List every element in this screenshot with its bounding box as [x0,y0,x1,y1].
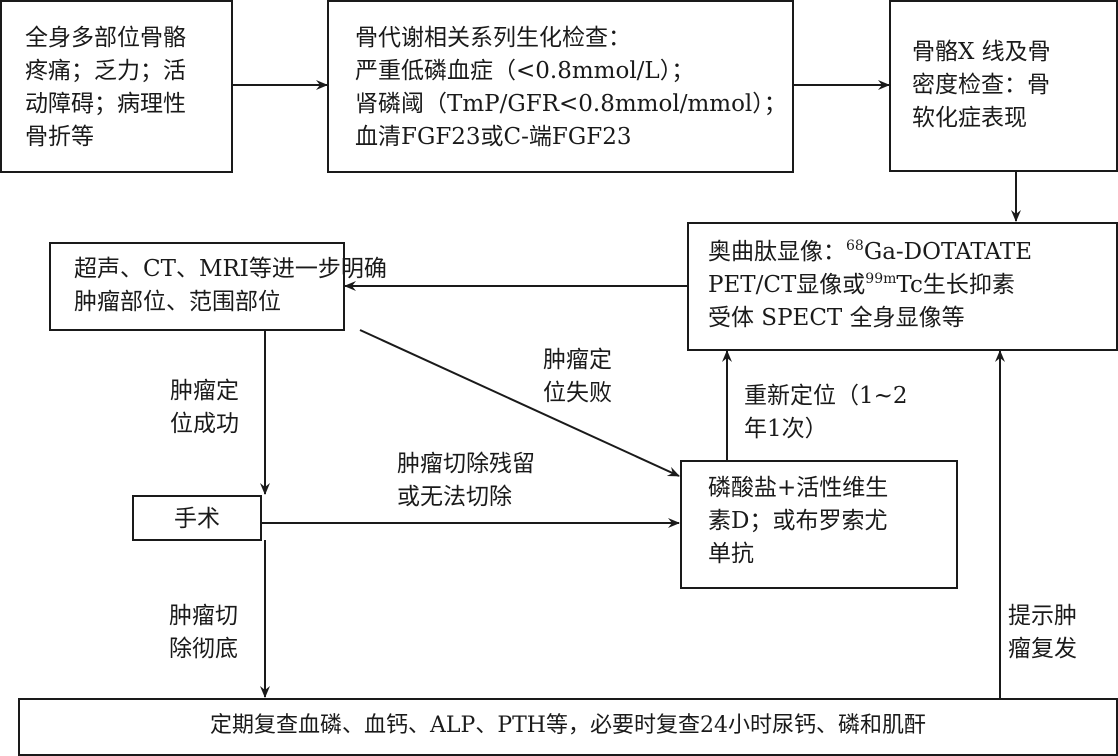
node-surgery [132,495,262,541]
text-line: 疼痛；乏力；活 [25,58,186,84]
text-line: 肿瘤定 [543,347,612,373]
text-line: 除彻底 [169,636,238,662]
text-line: 密度检查：骨 [912,72,1050,98]
text-line: 瘤复发 [1008,636,1077,662]
text-line: 奥曲肽显像：68Ga-DOTATATE [708,236,1032,269]
text-line: 肾磷阈（TmP/GFR<0.8mmol/mmol）； [355,91,787,117]
node-biochem-text: 骨代谢相关系列生化检查： 严重低磷血症（<0.8mmol/L）； 肾磷阈（TmP… [355,22,787,154]
text-line: 提示肿 [1008,603,1077,629]
label-residual: 肿瘤切除残留 或无法切除 [397,448,535,514]
text-line: 或无法切除 [397,484,512,510]
text-line: 骨骼X 线及骨 [912,39,1051,65]
node-followup [18,698,1118,756]
label-localization-failure: 肿瘤定 位失败 [543,344,612,410]
text-segment: Ga-DOTATATE [863,239,1032,265]
label-relocalize: 重新定位（1~2 年1次） [744,380,908,446]
node-followup-text: 定期复查血磷、血钙、ALP、PTH等，必要时复查24小时尿钙、磷和肌酐 [18,709,1118,742]
text-segment: 奥曲肽显像： [708,239,846,265]
label-recurrence: 提示肿 瘤复发 [1008,600,1077,666]
text-line: 受体 SPECT 全身显像等 [708,305,965,331]
text-line: 严重低磷血症（<0.8mmol/L）； [355,58,695,84]
text-line: 手术 [174,506,220,532]
text-line: 肿瘤定 [170,378,239,404]
text-line: 年1次） [744,416,828,442]
text-line: 位成功 [170,411,239,437]
node-octreotide-text: 奥曲肽显像：68Ga-DOTATATE PET/CT显像或99mTc生长抑素 受… [708,236,1032,335]
edge-imaging-to-medication [359,329,680,477]
text-line: 肿瘤部位、范围部位 [74,289,281,315]
node-xray [889,0,1118,172]
isotope-superscript: 99m [865,271,897,287]
text-segment: Tc生长抑素 [896,272,1015,298]
node-imaging-text: 超声、CT、MRI等进一步明确 肿瘤部位、范围部位 [74,253,387,319]
text-segment: PET/CT显像或 [708,272,866,298]
text-line: 动障碍；病理性 [25,91,186,117]
node-surgery-text: 手术 [132,503,262,536]
text-line: 位失败 [543,380,612,406]
text-line: 定期复查血磷、血钙、ALP、PTH等，必要时复查24小时尿钙、磷和肌酐 [210,713,926,738]
node-biochem [327,0,794,173]
node-octreotide [687,222,1118,351]
text-line: 全身多部位骨骼 [25,25,186,51]
text-line: 肿瘤切除残留 [397,451,535,477]
text-line: 骨折等 [25,124,94,150]
node-symptoms-text: 全身多部位骨骼 疼痛；乏力；活 动障碍；病理性 骨折等 [25,22,186,154]
text-line: 重新定位（1~2 [744,383,908,409]
text-line: 素D；或布罗索尤 [708,508,888,534]
node-symptoms [0,0,233,173]
label-localization-success: 肿瘤定 位成功 [170,375,239,441]
text-line: 肿瘤切 [169,603,238,629]
text-line: 软化症表现 [912,105,1027,131]
text-line: PET/CT显像或99mTc生长抑素 [708,269,1032,302]
text-line: 磷酸盐+活性维生 [708,475,889,501]
text-line: 血清FGF23或C-端FGF23 [355,124,632,150]
isotope-superscript: 68 [846,238,864,254]
node-medication [680,460,958,589]
node-imaging [49,242,345,331]
text-line: 骨代谢相关系列生化检查： [355,25,631,51]
text-line: 超声、CT、MRI等进一步明确 [74,256,387,282]
node-medication-text: 磷酸盐+活性维生 素D；或布罗索尤 单抗 [708,472,888,571]
text-line: 单抗 [708,541,754,567]
node-xray-text: 骨骼X 线及骨 密度检查：骨 软化症表现 [912,36,1051,135]
label-complete-resection: 肿瘤切 除彻底 [169,600,238,666]
